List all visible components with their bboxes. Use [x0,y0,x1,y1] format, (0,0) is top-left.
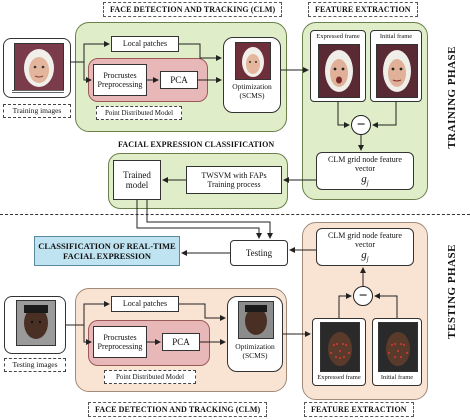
title-face-detection-top: FACE DETECTION AND TRACKING (CLM) [103,2,283,17]
minus-circle-top: − [351,115,371,135]
classification-output: CLASSIFICATION OF REAL-TIME FACIAL EXPRE… [34,236,180,266]
clm-vector-bottom: CLM grid node feature vector gj [316,228,414,266]
clm-vector-bottom-text: CLM grid node feature vector [328,230,402,249]
initial-face-bottom [378,322,418,372]
phase-label-training: TRAINING PHASE [446,46,458,149]
pca-top: PCA [160,71,198,89]
title-facial-expression-classification: FACIAL EXPRESSION CLASSIFICATION [118,140,275,149]
pdm-top: Point Distributed Model [96,106,182,120]
optimization-label-bottom: Optimization (SCMS) [235,342,275,360]
expressed-face-top [318,44,360,98]
testing-box: Testing [230,240,288,266]
training-image-face [14,43,64,91]
title-feature-extraction-bottom: FEATURE EXTRACTION [304,402,414,417]
twsvm-box: TWSVM with FAPs Training process [186,166,282,194]
title-face-detection-bottom: FACE DETECTION AND TRACKING (CLM) [88,402,268,417]
pdm-bottom: Point Distributed Model [104,370,196,384]
expressed-face-bottom [320,322,360,372]
phase-divider [0,214,470,215]
optimization-face-top [235,42,271,80]
local-patches-top: Local patches [111,36,179,52]
optimization-label-top: Optimization (SCMS) [232,82,272,100]
g-vector-top: gj [361,173,369,188]
procrustes-bottom: Procrustes Preprocessing [93,326,147,358]
training-images-label: Training images [3,104,71,118]
testing-image-face [16,300,56,346]
clm-vector-top: CLM grid node feature vector gj [316,152,414,190]
g-vector-bottom: gj [361,249,369,264]
initial-face-top [376,44,418,98]
minus-circle-bottom: − [353,286,373,306]
expressed-frame-bottom-label: Expressed frame [317,374,361,381]
clm-vector-top-text: CLM grid node feature vector [328,154,402,173]
local-patches-bottom: Local patches [111,296,179,312]
expressed-frame-top-label: Expressed frame [316,33,360,40]
trained-model: Trained model [113,160,161,200]
optimization-face-bottom [238,301,274,339]
phase-label-testing: TESTING PHASE [446,244,458,339]
training-image-stack [12,90,64,93]
pca-bottom: PCA [162,333,200,351]
initial-frame-bottom-label: Initial frame [380,374,414,381]
initial-frame-top-label: Initial frame [379,33,413,40]
testing-images-label: Testing images [4,358,66,372]
title-feature-extraction-top: FEATURE EXTRACTION [308,2,418,17]
procrustes-top: Procrustes Preprocessing [93,64,147,96]
